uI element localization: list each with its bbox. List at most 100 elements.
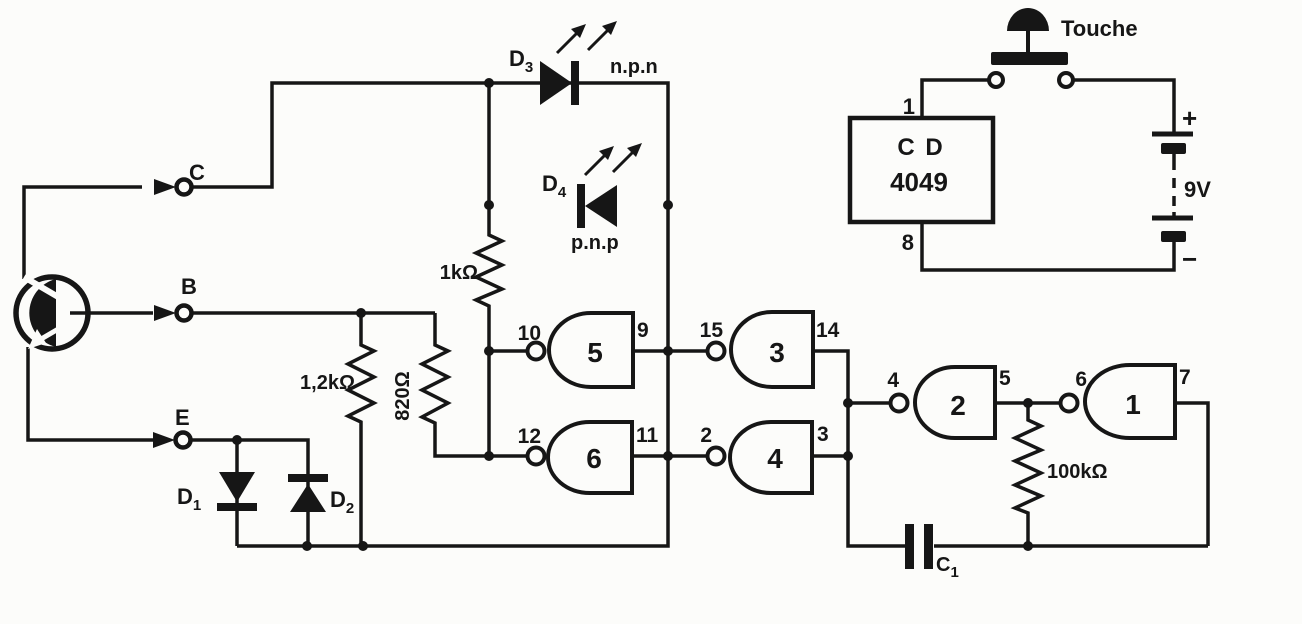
wire-g1-out: [1175, 401, 1210, 546]
wire-e-line: [191, 438, 310, 546]
gate-5-body: [547, 311, 635, 389]
gate-5-number: 5: [587, 337, 603, 368]
led-d4-label: D4: [542, 171, 567, 201]
led-d4: D4 p.n.p: [542, 143, 642, 254]
terminal-e: E: [153, 405, 193, 450]
gate-4-body: [728, 420, 814, 495]
battery-voltage-label: 9V: [1184, 177, 1211, 202]
diode-d2-cathode-bar: [288, 474, 328, 482]
led-d3-cathode-bar: [571, 61, 579, 105]
diode-d1: D1: [177, 472, 257, 514]
wire-button-battery: [1073, 78, 1176, 133]
arrow-right-icon: [153, 432, 175, 448]
led-d3: D3 n.p.n: [509, 21, 658, 105]
button-contact: [987, 71, 1005, 89]
terminal-c-contact: [174, 177, 194, 197]
gate-5: 5 10 9: [518, 311, 649, 389]
gate-4-pin-in: 2: [700, 424, 712, 447]
transistor-symbol: [13, 274, 91, 352]
light-arrowhead-icon: [602, 21, 617, 35]
button-contact: [1057, 71, 1075, 89]
button-label: Touche: [1061, 16, 1138, 41]
terminal-b-contact: [174, 303, 194, 323]
light-arrowhead-icon: [599, 146, 614, 160]
capacitor-c1: C1: [905, 524, 959, 581]
light-arrowhead-icon: [627, 143, 642, 157]
gate-5-pin-out: 9: [637, 319, 649, 342]
inverter-bubble-icon: [1058, 392, 1080, 414]
led-d3-label: D3: [509, 46, 533, 76]
led-d4-triangle: [585, 185, 617, 227]
gate-3-number: 3: [769, 337, 785, 368]
transistor-circle: [13, 274, 91, 352]
led-d4-type-label: p.n.p: [571, 232, 619, 254]
light-arrow-icon: [583, 152, 608, 177]
terminal-e-label: E: [175, 405, 190, 430]
ic-pin-bottom-label: 8: [902, 230, 914, 255]
transistor-collector-lead: [22, 274, 62, 301]
gate-3-pin-in: 15: [700, 319, 724, 342]
terminal-c-label: C: [189, 160, 205, 185]
gate-2-pin-out: 5: [999, 367, 1011, 390]
transistor-base-bar: [58, 287, 70, 339]
gate-1-pin-in: 6: [1075, 368, 1087, 391]
terminal-b-label: B: [181, 274, 197, 299]
battery-short-plate: [1161, 231, 1186, 242]
gate-6-number: 6: [586, 443, 602, 474]
wire-top-and-right-rail: [192, 81, 670, 548]
arrow-right-icon: [154, 305, 176, 321]
ic-name-line2: 4049: [890, 167, 948, 197]
terminal-b: B: [154, 274, 197, 323]
battery-minus-sign: −: [1182, 244, 1197, 274]
light-arrow-icon: [586, 27, 611, 52]
wire-emitter: [26, 347, 153, 442]
gate-4-number: 4: [767, 443, 783, 474]
inverter-bubble-icon: [525, 445, 547, 467]
led-d3-triangle: [540, 61, 572, 105]
inverter-bubble-icon: [888, 392, 910, 414]
gate-3: 3 15 14: [700, 310, 840, 389]
gate-1-number: 1: [1125, 389, 1141, 420]
terminal-c: C: [154, 160, 205, 197]
diode-d2-triangle: [290, 484, 326, 512]
wire-collector: [22, 185, 142, 279]
wire-resistor-820: [418, 313, 489, 458]
resistor-820-value: 820Ω: [392, 371, 414, 420]
transistor-ink-blob: [29, 279, 56, 347]
ic-cd4049: C D 4049 1 8: [847, 94, 996, 255]
terminal-e-contact: [173, 430, 193, 450]
button-bar: [991, 52, 1068, 65]
diode-d1-triangle: [219, 472, 255, 502]
resistor-1k2-value: 1,2kΩ: [300, 372, 355, 394]
ic-pin-top-label: 1: [903, 94, 915, 119]
wire-resistor-1k2: [343, 313, 379, 546]
gate-2: 2 4 5: [887, 365, 1011, 440]
resistor-1k-value: 1kΩ: [440, 262, 478, 284]
transistor-emitter-arrow-icon: [28, 329, 46, 349]
wire-resistor-100k: [1010, 403, 1046, 546]
gate-1-body: [1083, 363, 1177, 440]
diode-d2-label: D2: [330, 487, 354, 517]
button-cap-icon: [1007, 8, 1049, 31]
gate-6-pin-out: 11: [636, 424, 659, 447]
gate-2-number: 2: [950, 390, 966, 421]
light-arrow-icon: [555, 30, 580, 55]
capacitor-plate: [924, 524, 933, 569]
wire-battery-ic-pin8: [920, 222, 1176, 272]
capacitor-plate: [905, 524, 914, 569]
push-button: Touche: [987, 8, 1138, 89]
led-d4-cathode-bar: [577, 184, 585, 228]
arrow-right-icon: [154, 179, 176, 195]
gate-4-pin-out: 3: [817, 423, 829, 446]
diode-d2: D2: [288, 474, 354, 517]
gate-6-pin-in: 12: [518, 425, 541, 448]
battery-plus-sign: +: [1182, 103, 1197, 133]
battery-short-plate: [1161, 143, 1186, 154]
wire-resistor-1k: [471, 83, 507, 456]
gate-4: 4 2 3: [700, 420, 829, 495]
gate-5-pin-in: 10: [518, 322, 541, 345]
gate-6-body: [546, 420, 634, 495]
diode-d1-cathode-bar: [217, 503, 257, 511]
